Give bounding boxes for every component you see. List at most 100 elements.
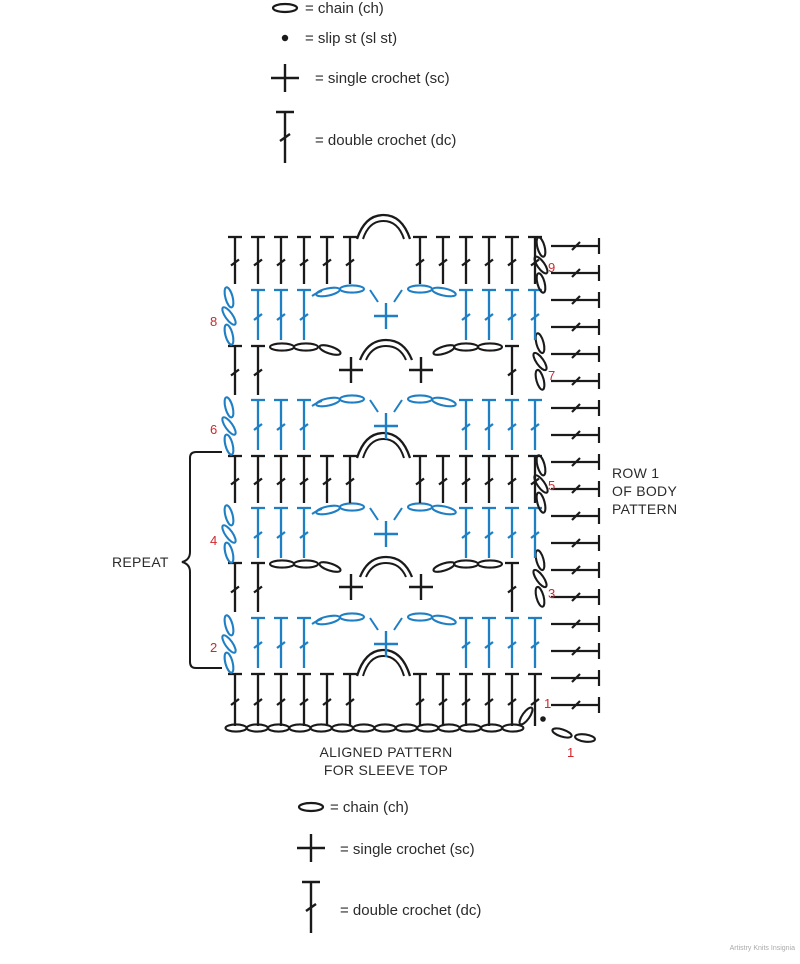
- dc-slash: [415, 698, 425, 706]
- chain-mark: [574, 733, 596, 743]
- double-crochet-mark: [528, 288, 542, 340]
- double-crochet-mark: [251, 672, 265, 726]
- dc-slash: [276, 477, 286, 486]
- chain-mark: [551, 727, 573, 739]
- double-crochet-mark: [297, 235, 311, 284]
- legend-top-slip-label: = slip st (sl st): [305, 30, 397, 47]
- dc-slash: [253, 368, 263, 377]
- double-crochet-mark: [436, 672, 450, 726]
- double-crochet-mark: [251, 235, 265, 284]
- body-stitch-slash: [571, 430, 581, 440]
- dc-slash: [253, 258, 263, 267]
- double-crochet-mark: [459, 506, 473, 558]
- row-number-r9: 9: [548, 260, 555, 275]
- chain-link: [311, 290, 323, 297]
- single-crochet-icon: [297, 834, 325, 862]
- dc-slash: [299, 698, 309, 706]
- double-crochet-mark: [297, 288, 311, 340]
- chain-mark: [338, 394, 366, 404]
- chain-mark: [406, 612, 434, 622]
- row-6: [221, 394, 542, 456]
- single-crochet-mark: [374, 521, 398, 547]
- single-crochet-mark: [339, 574, 363, 600]
- double-crochet-mark: [274, 506, 288, 558]
- chain-mark: [267, 723, 291, 733]
- dc-slash: [507, 531, 517, 539]
- row-number-r4: 4: [210, 533, 217, 548]
- chain-mark: [221, 306, 237, 326]
- dc-slash: [322, 698, 332, 706]
- chain-mark: [318, 344, 342, 356]
- chain-mark: [352, 723, 376, 733]
- chain-arch: [355, 213, 412, 240]
- chain-link: [393, 617, 403, 631]
- arch-outer: [355, 431, 412, 459]
- dc-slash: [230, 477, 240, 486]
- chain-arch: [355, 431, 412, 459]
- row-number-r1: 1: [544, 696, 551, 711]
- dc-slash: [461, 477, 471, 486]
- double-crochet-mark: [482, 288, 496, 340]
- dc-slash: [438, 258, 448, 267]
- dc-slash: [507, 477, 517, 486]
- dc-slash: [484, 477, 494, 486]
- double-crochet-mark: [297, 454, 311, 503]
- double-crochet-mark: [482, 616, 496, 668]
- double-crochet-mark: [251, 561, 265, 612]
- body-stitch-slash: [571, 241, 581, 251]
- single-crochet-mark: [409, 574, 433, 600]
- chain-link: [369, 399, 379, 413]
- chain-mark: [534, 368, 546, 391]
- dc-slash: [484, 698, 494, 706]
- chain-icon: [271, 2, 299, 14]
- legend-bottom-sc: = single crochet (sc): [297, 834, 475, 862]
- dc-slash: [461, 423, 471, 431]
- watermark: Artistry Knits Insignia: [730, 945, 795, 952]
- dc-slash: [322, 477, 332, 486]
- chart-caption: ALIGNED PATTERN FOR SLEEVE TOP: [319, 744, 452, 778]
- legend-bottom-dc-label: = double crochet (dc): [340, 902, 481, 919]
- double-crochet-mark: [459, 235, 473, 284]
- dc-slash: [299, 423, 309, 431]
- chain-mark: [416, 723, 440, 733]
- chain-mark: [221, 524, 237, 544]
- double-crochet-mark: [228, 561, 242, 612]
- chain-mark: [518, 706, 534, 726]
- double-crochet-mark: [274, 454, 288, 503]
- dc-slash: [530, 531, 540, 539]
- chain-link: [393, 289, 403, 303]
- dc-slash: [299, 477, 309, 486]
- chain-link: [311, 508, 323, 515]
- row-number-r2: 2: [210, 640, 217, 655]
- double-crochet-mark: [413, 672, 427, 726]
- legend-bottom-dc: = double crochet (dc): [302, 880, 481, 933]
- double-crochet-mark: [505, 344, 519, 395]
- slip-stitch-icon: [281, 34, 289, 42]
- legend-top-sc-label: = single crochet (sc): [315, 70, 450, 87]
- row-5-turning-chain: [533, 454, 549, 514]
- arch-outer: [358, 338, 414, 361]
- repeat-label: REPEAT: [112, 554, 169, 570]
- dc-slash: [507, 423, 517, 431]
- double-crochet-mark: [251, 454, 265, 503]
- arch-inner: [365, 561, 407, 578]
- chain-mark: [458, 723, 482, 733]
- dc-slash: [484, 423, 494, 431]
- chain-mark: [501, 723, 525, 733]
- body-stitch-slash: [571, 484, 581, 494]
- chain-mark: [431, 286, 457, 298]
- arch-inner: [362, 437, 405, 459]
- chain-mark: [534, 585, 546, 608]
- dc-slash: [530, 423, 540, 431]
- row1-label-line1: ROW 1: [612, 465, 659, 481]
- dc-slash: [230, 368, 240, 377]
- row-number-r7: 7: [548, 368, 555, 383]
- chain-mark: [431, 504, 457, 516]
- dc-slash: [253, 698, 263, 706]
- double-crochet-mark: [436, 235, 450, 284]
- double-crochet-mark: [505, 288, 519, 340]
- chain-mark: [476, 342, 504, 352]
- double-crochet-mark: [482, 506, 496, 558]
- chain-mark: [406, 502, 434, 512]
- double-crochet-mark: [297, 616, 311, 668]
